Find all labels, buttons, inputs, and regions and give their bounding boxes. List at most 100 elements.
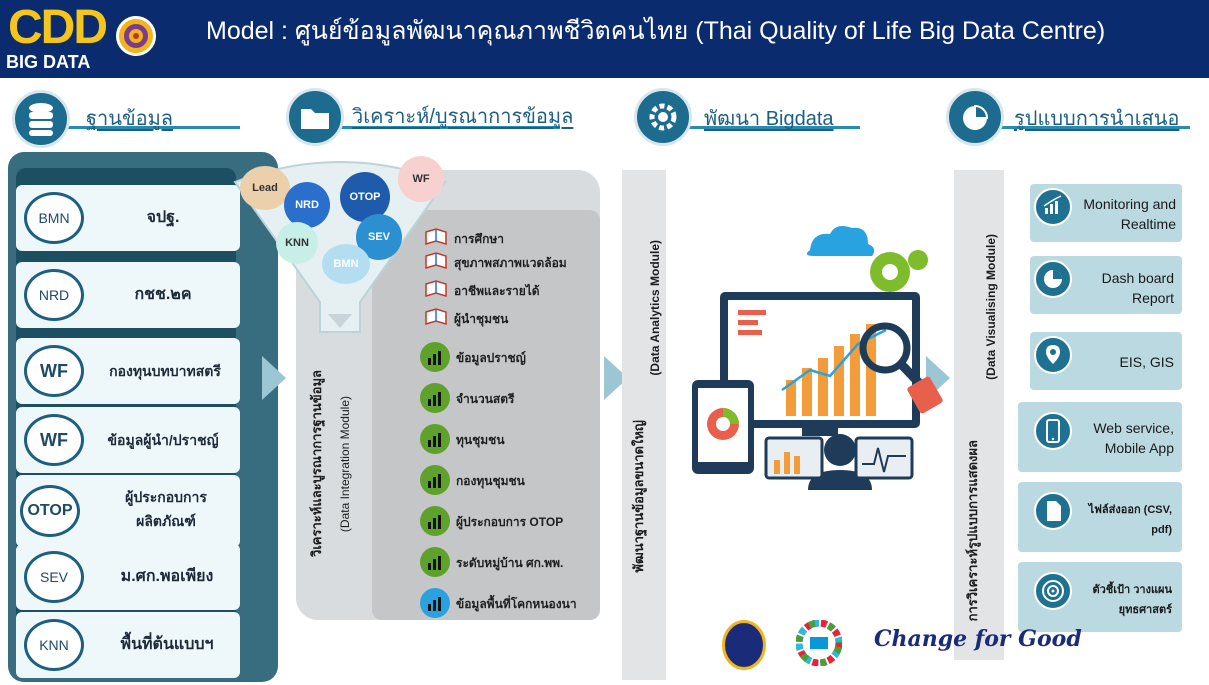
integration-module-en: (Data Integration Module) [338, 396, 352, 533]
output-label: ไฟล์ส่งออก (CSV, pdf) [1088, 504, 1172, 536]
sdg-wheel-icon [796, 620, 842, 666]
database-label: พื้นที่ต้นแบบฯ [120, 636, 214, 653]
output-label: Monitoring and Realtime [1083, 196, 1176, 232]
topic-label: อาชีพและรายได้ [454, 284, 540, 298]
pie-icon [1034, 260, 1072, 298]
gear-icon [634, 88, 692, 146]
bar-chart-icon [420, 588, 450, 618]
dataset-item: จำนวนสตรี [420, 381, 600, 422]
section-label-presentation: รูปแบบการนำเสนอ [1014, 108, 1180, 130]
database-label: กชช.๒ค [134, 286, 192, 303]
ministry-seal-icon [722, 620, 766, 670]
output-label: Web service, Mobile App [1093, 420, 1174, 456]
bar-chart-icon [420, 547, 450, 577]
dataset-item: ข้อมูลปราชญ์ [420, 340, 600, 381]
database-label: ม.ศก.พอเพียง [120, 568, 214, 585]
database-badge: BMN [24, 192, 84, 244]
output-item: Monitoring and Realtime [1030, 184, 1182, 242]
dataset-label: กองทุนชุมชน [456, 474, 525, 488]
output-item: ตัวชี้เป้า วางแผนยุทธศาสตร์ [1018, 562, 1182, 632]
file-icon [1034, 492, 1072, 530]
database-badge: WF [24, 345, 84, 397]
dataset-label: จำนวนสตรี [456, 392, 515, 406]
dataset-item: ระดับหมู่บ้าน ศก.พพ. [420, 545, 600, 586]
topic-label: สุขภาพสภาพแวดล้อม [454, 256, 567, 270]
book-icon [425, 228, 447, 246]
section-underline [670, 126, 860, 129]
database-item: BMN จปฐ. [16, 185, 240, 251]
bar-chart-icon [420, 342, 450, 372]
dataset-label: ผู้ประกอบการ OTOP [456, 515, 564, 529]
map-pin-icon [1034, 336, 1072, 374]
database-label: ข้อมูลผู้นำ/ปราชญ์ [107, 432, 219, 448]
bar-chart-icon [420, 383, 450, 413]
dataset-item: ทุนชุมชน [420, 422, 600, 463]
dataset-label: ทุนชุมชน [456, 433, 505, 447]
visualising-strip [954, 170, 1004, 660]
seal-icon [116, 16, 156, 56]
topic-label: ผู้นำชุมชน [454, 312, 509, 326]
database-badge: SEV [24, 551, 84, 603]
bar-chart-icon [420, 506, 450, 536]
dataset-label: ระดับหมู่บ้าน ศก.พพ. [456, 556, 564, 570]
output-label: Dash board Report [1101, 270, 1174, 306]
topic-item: ผู้นำชุมชน [424, 306, 594, 334]
analytics-module-thai: พัฒนาฐานข้อมูลขนาดใหญ่ [631, 420, 646, 573]
logo-bigdata: BIG DATA [6, 52, 91, 72]
integration-module-thai: วิเคราะห์และบูรณาการฐานข้อมูล [309, 370, 324, 557]
section-underline [320, 126, 560, 129]
analytics-module-en: (Data Analytics Module) [648, 240, 662, 376]
database-item: SEV ม.ศก.พอเพียง [16, 544, 240, 610]
output-item: Web service, Mobile App [1018, 402, 1182, 472]
database-item: KNN พื้นที่ต้นแบบฯ [16, 612, 240, 678]
section-label-database: ฐานข้อมูล [86, 108, 174, 130]
topic-item: การศึกษา [424, 226, 594, 250]
section-underline [984, 126, 1190, 129]
section-label-bigdata: พัฒนา Bigdata [704, 108, 834, 130]
header-bar [0, 0, 1209, 78]
dataset-item: กองทุนชุมชน [420, 463, 600, 504]
database-badge: KNN [24, 619, 84, 671]
database-item: WF กองทุนบทบาทสตรี [16, 338, 240, 404]
database-icon [12, 90, 70, 148]
topic-list: การศึกษา สุขภาพสภาพแวดล้อม อาชีพและรายได… [424, 226, 594, 334]
topic-item: อาชีพและรายได้ [424, 278, 594, 306]
source-bubble: OTOP [340, 172, 390, 222]
book-icon [425, 308, 447, 326]
database-label: กองทุนบทบาทสตรี [109, 363, 221, 379]
bar-chart-icon [420, 465, 450, 495]
section-underline [50, 126, 240, 129]
database-badge: OTOP [20, 485, 80, 537]
dataset-item: ข้อมูลพื้นที่โคกหนองนา [420, 586, 600, 627]
database-badge: WF [24, 414, 84, 466]
book-icon [425, 280, 447, 298]
bar-chart-icon [420, 424, 450, 454]
logo-cdd: CDD [8, 1, 108, 54]
visualising-module-thai: การวิเคราะห์รูปแบบการแสดงผล [965, 440, 980, 622]
section-label-integration: วิเคราะห์/บูรณาการข้อมูล [352, 106, 574, 128]
visualising-module-en: (Data Visualising Module) [984, 234, 998, 380]
slogan: Change for Good [874, 626, 1082, 652]
target-icon [1034, 572, 1072, 610]
pie-chart-icon [946, 88, 1004, 146]
topic-item: สุขภาพสภาพแวดล้อม [424, 250, 594, 278]
topic-label: การศึกษา [454, 232, 504, 246]
output-label: ตัวชี้เป้า วางแผนยุทธศาสตร์ [1092, 584, 1172, 616]
dataset-label: ข้อมูลพื้นที่โคกหนองนา [456, 597, 577, 611]
output-item: Dash board Report [1030, 256, 1182, 314]
monitor-chart-icon [1034, 188, 1072, 226]
source-bubble: Lead [240, 166, 290, 210]
dataset-label: ข้อมูลปราชญ์ [456, 351, 526, 365]
database-badge: NRD [24, 269, 84, 321]
flow-arrow [262, 356, 286, 400]
book-icon [425, 252, 447, 270]
output-item: EIS, GIS [1030, 332, 1182, 390]
mobile-icon [1034, 412, 1072, 450]
database-label: จปฐ. [146, 209, 180, 226]
dataset-item: ผู้ประกอบการ OTOP [420, 504, 600, 545]
database-item: WF ข้อมูลผู้นำ/ปราชญ์ [16, 407, 240, 473]
source-bubble: WF [398, 156, 444, 202]
source-bubble: BMN [322, 244, 370, 284]
source-bubble: KNN [276, 222, 318, 264]
